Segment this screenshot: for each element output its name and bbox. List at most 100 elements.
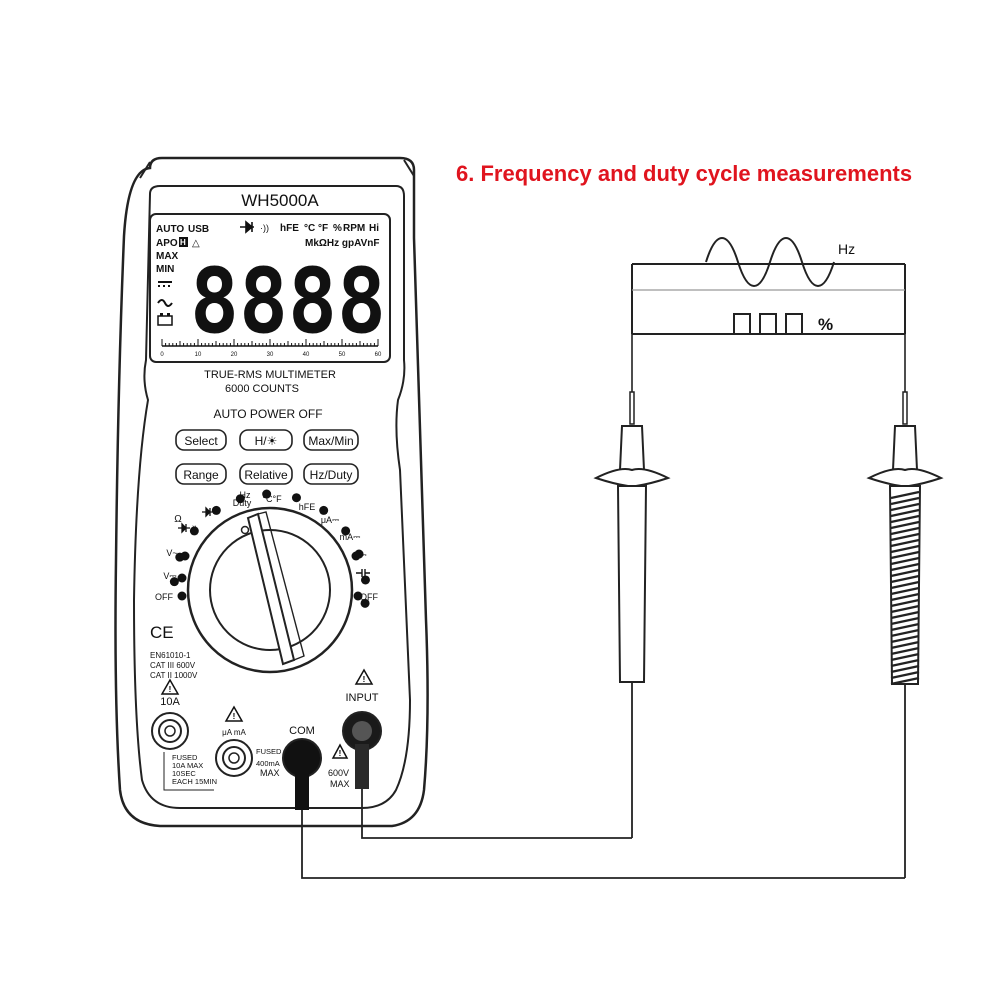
grip-hatch-line: [890, 538, 920, 548]
dial-dot: [235, 494, 245, 504]
svg-text:!: !: [169, 685, 172, 694]
lcd-min: MIN: [156, 264, 174, 275]
range-button[interactable]: Range: [175, 463, 227, 485]
dial-dot: [353, 591, 363, 601]
lcd-max: MAX: [156, 251, 179, 262]
dial-label-temp: °C°F: [262, 494, 282, 504]
dial-label-vdc: V⎓: [163, 571, 176, 581]
dial-dot: [180, 551, 190, 561]
jack-10a[interactable]: [151, 712, 189, 750]
svg-text:Max/Min: Max/Min: [308, 434, 353, 448]
svg-text:!: !: [363, 675, 366, 684]
square-wave-icon: [733, 313, 803, 334]
dial-label-duty: Duty: [233, 498, 252, 508]
frequency-unit-label: Hz: [838, 241, 855, 257]
rotary-selector-dial[interactable]: [186, 506, 354, 674]
dial-dot: [360, 598, 370, 608]
dial-dot: [211, 505, 221, 515]
grip-hatch-line: [890, 610, 920, 620]
bargraph-scale-label: 0: [160, 352, 164, 358]
grip-hatch-line: [890, 628, 920, 638]
lcd-digits: 8888: [190, 249, 386, 354]
grip-hatch-line: [890, 550, 920, 560]
fuse-ma-line-2: 400mA: [256, 759, 280, 768]
grip-hatch-line: [890, 490, 920, 500]
signal-source: Hz %: [631, 237, 906, 335]
standard-line-3: CAT II 1000V: [150, 671, 198, 680]
hold-light-button[interactable]: H/☀: [239, 429, 293, 451]
warning-icon-input: !: [354, 668, 374, 685]
bargraph-scale-label: 30: [267, 352, 274, 358]
dc-ac-icon: [157, 281, 173, 307]
warning-icon-com: !: [331, 743, 349, 759]
dial-dot: [177, 591, 187, 601]
jack-label-ua-ma: μA mA: [222, 728, 246, 737]
dial-capacitor-icon: [356, 569, 370, 577]
sine-wave-icon: [705, 237, 835, 287]
ce-mark: CE: [150, 623, 174, 642]
grip-hatch-line: [890, 676, 920, 686]
grip-hatch-line: [890, 622, 920, 632]
grip-hatch-line: [890, 496, 920, 506]
grip-hatch-line: [890, 652, 920, 662]
hz-duty-button[interactable]: Hz/Duty: [303, 463, 359, 485]
dial-dot: [189, 526, 199, 536]
dial-dot: [351, 551, 361, 561]
grip-hatch-line: [890, 634, 920, 644]
wire-com-lead: [301, 810, 905, 879]
grip-hatch-line: [890, 616, 920, 626]
multimeter: WH5000A AUTO USB APO H △ MAX MIN ·)) hFE…: [114, 156, 429, 828]
fuse-10a-line-4: EACH 15MIN: [172, 777, 217, 786]
standard-line-1: EN61010-1: [150, 651, 191, 660]
jack-ua-ma[interactable]: [215, 739, 253, 777]
meter-subtitle-1: TRUE-RMS MULTIMETER: [204, 369, 336, 381]
wire-input-lead: [361, 789, 632, 839]
dial-label-off-right: OFF: [360, 592, 378, 602]
dial-label-hz: Hz: [240, 490, 251, 500]
probe-com[interactable]: [866, 391, 944, 878]
probe-com-grip-hatch: [890, 490, 920, 686]
grip-hatch-line: [890, 646, 920, 656]
fuse-ma-line-3: MAX: [260, 768, 280, 778]
grip-hatch-line: [890, 574, 920, 584]
meter-model: WH5000A: [241, 191, 319, 210]
lcd-usb: USB: [188, 224, 209, 235]
dial-label-vac: V~: [166, 548, 177, 558]
lcd-units: MkΩHz gpAVnF: [305, 238, 380, 249]
relative-button[interactable]: Relative: [239, 463, 293, 485]
fuse-10a-line-3: 10SEC: [172, 769, 196, 778]
lcd-auto: AUTO: [156, 224, 184, 235]
bargraph-scale-label: 60: [375, 352, 382, 358]
warning-icon-ma: !: [224, 705, 244, 722]
grip-hatch-line: [890, 580, 920, 590]
dial-label-hfe: hFE: [299, 502, 316, 512]
grip-hatch-line: [890, 568, 920, 578]
jack-com[interactable]: [282, 738, 322, 810]
lcd-fahrenheit: °F: [318, 223, 328, 234]
grip-hatch-line: [890, 670, 920, 680]
bargraph-scale-label: 10: [195, 352, 202, 358]
select-button[interactable]: Select: [175, 429, 227, 451]
grip-hatch-line: [890, 532, 920, 542]
continuity-icon: ·)): [260, 223, 269, 233]
svg-text:Range: Range: [183, 468, 219, 482]
grip-hatch-line: [890, 658, 920, 668]
probe-input[interactable]: [593, 391, 671, 838]
dial-label-ohm: Ω: [174, 514, 182, 525]
fuse-10a-line-1: FUSED: [172, 753, 198, 762]
lcd-hi: Hi: [369, 223, 379, 234]
lcd-hold-icon: H: [180, 238, 186, 247]
fuse-10a-line-2: 10A MAX: [172, 761, 203, 770]
grip-hatch-line: [890, 604, 920, 614]
grip-hatch-line: [890, 562, 920, 572]
bargraph-scale-label: 50: [339, 352, 346, 358]
lcd-screen: [149, 213, 391, 363]
max-min-button[interactable]: Max/Min: [303, 429, 359, 451]
jack-input[interactable]: [342, 711, 382, 789]
svg-text:Select: Select: [184, 434, 218, 448]
bargraph-scale-label: 40: [303, 352, 310, 358]
fuse-ma-line-1: FUSED: [256, 747, 282, 756]
svg-text:H/☀: H/☀: [255, 434, 278, 448]
grip-hatch-line: [890, 556, 920, 566]
